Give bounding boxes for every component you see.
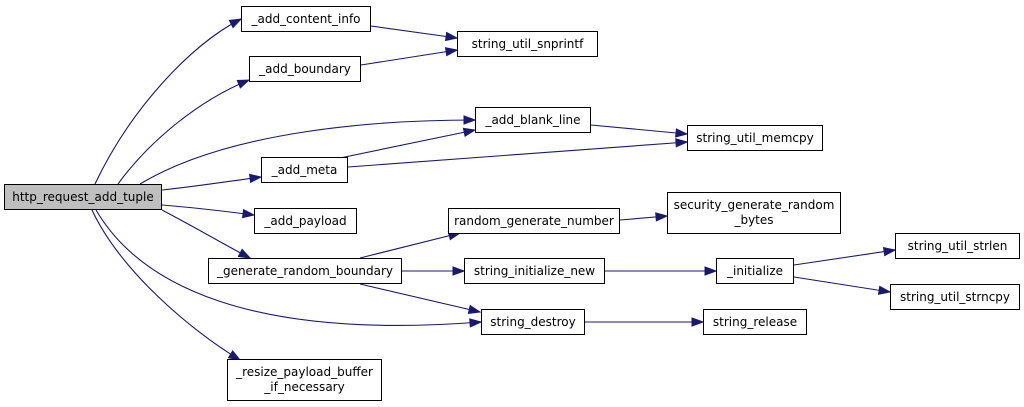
arrowhead-root-to-resize_payload_buffer: [227, 350, 242, 361]
arrowhead-initialize-to-string_util_strncpy: [877, 285, 892, 295]
arrowhead-initialize-to-string_util_strlen: [882, 247, 897, 257]
edge-root-to-add_meta: [161, 176, 262, 191]
edge-root-to-add_content_info: [94, 18, 242, 185]
edge-initialize-to-string_util_strlen: [793, 249, 896, 266]
arrowhead-root-to-string_destroy: [469, 318, 483, 328]
arrowhead-root-to-add_content_info: [228, 18, 243, 29]
edge-root-to-string_destroy: [95, 209, 482, 326]
arrowhead-string_destroy-to-string_release: [691, 317, 705, 327]
edge-generate_random_boundary-to-random_generate_number: [359, 232, 461, 259]
arrowhead-string_initialize_new-to-initialize: [704, 266, 718, 276]
arrowhead-root-to-add_payload: [242, 208, 256, 219]
edge-add_meta-to-add_blank_line: [339, 129, 476, 159]
edge-root-to-add_boundary: [117, 79, 250, 185]
node-string-destroy[interactable]: string_destroy: [481, 309, 585, 335]
node-random-generate-number[interactable]: random_generate_number: [448, 208, 620, 234]
node-add-payload[interactable]: _add_payload: [254, 208, 357, 234]
node-string-util-strlen[interactable]: string_util_strlen: [895, 233, 1020, 259]
arrowhead-generate_random_boundary-to-string_destroy: [467, 304, 482, 314]
node-security-generate-random-bytes[interactable]: security_generate_random _bytes: [667, 192, 841, 234]
edge-root-to-resize_payload_buffer: [91, 209, 241, 361]
arrowhead-add_meta-to-string_util_memcpy: [675, 138, 689, 148]
arrowhead-root-to-generate_random_boundary: [237, 248, 252, 259]
arrowhead-add_meta-to-add_blank_line: [462, 127, 477, 137]
node-string-util-snprintf[interactable]: string_util_snprintf: [457, 31, 598, 57]
node-add-blank-line[interactable]: _add_blank_line: [475, 107, 591, 133]
edge-root-to-add_payload: [161, 204, 255, 216]
node-generate-random-boundary[interactable]: _generate_random_boundary: [208, 258, 402, 284]
node-string-util-strncpy[interactable]: string_util_strncpy: [890, 284, 1020, 310]
edge-initialize-to-string_util_strncpy: [793, 276, 891, 293]
node-add-boundary[interactable]: _add_boundary: [249, 56, 361, 82]
edge-add_meta-to-string_util_memcpy: [347, 141, 688, 168]
edge-root-to-add_blank_line: [139, 119, 476, 185]
node-initialize[interactable]: _initialize: [716, 258, 794, 284]
node-http-request-add-tuple[interactable]: http_request_add_tuple: [4, 184, 162, 210]
arrowhead-add_boundary-to-string_util_snprintf: [444, 47, 459, 57]
arrowhead-root-to-add_boundary: [236, 79, 251, 89]
node-string-release[interactable]: string_release: [703, 309, 807, 335]
arrowhead-root-to-add_meta: [248, 173, 263, 184]
node-string-util-memcpy[interactable]: string_util_memcpy: [687, 125, 823, 151]
arrowhead-add_content_info-to-string_util_snprintf: [444, 31, 459, 42]
node-add-meta[interactable]: _add_meta: [261, 157, 348, 183]
arrowhead-random_generate_number-to-security_generate_random_bytes: [655, 212, 669, 222]
node-string-initialize-new[interactable]: string_initialize_new: [464, 258, 605, 284]
node-resize-payload-buffer-if-necessary[interactable]: _resize_payload_buffer _if_necessary: [227, 359, 382, 401]
arrowhead-generate_random_boundary-to-string_initialize_new: [452, 266, 466, 276]
node-add-content-info[interactable]: _add_content_info: [241, 6, 371, 32]
edge-root-to-generate_random_boundary: [161, 209, 251, 259]
arrowhead-add_blank_line-to-string_util_memcpy: [675, 128, 689, 138]
edge-add_boundary-to-string_util_snprintf: [360, 49, 458, 66]
edge-add_blank_line-to-string_util_memcpy: [590, 124, 688, 135]
edge-add_content_info-to-string_util_snprintf: [370, 25, 458, 39]
edge-generate_random_boundary-to-string_destroy: [359, 283, 481, 313]
arrowhead-root-to-add_blank_line: [463, 115, 477, 125]
